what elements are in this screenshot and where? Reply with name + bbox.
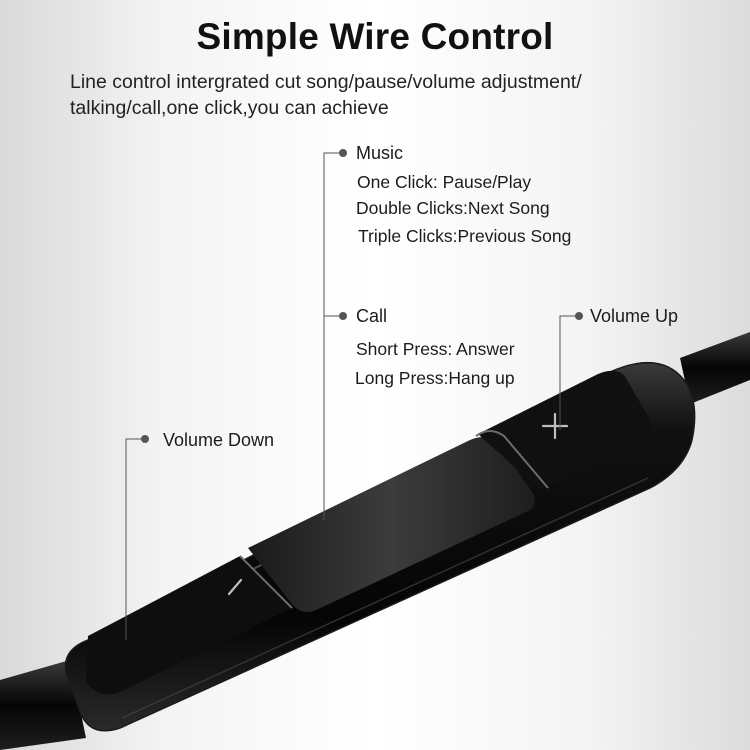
call-item-short-press: Short Press: Answer <box>356 339 515 359</box>
music-heading: Music <box>356 143 404 163</box>
callout-dot-music <box>339 149 347 157</box>
volume-up-segment <box>475 370 652 490</box>
volume-down-segment <box>86 555 293 695</box>
plus-icon <box>541 412 569 440</box>
callout-line-music <box>323 152 342 520</box>
minus-icon <box>227 578 243 596</box>
callout-dot-volume-up <box>575 312 583 320</box>
callout-dot-volume-down <box>141 435 149 443</box>
page-title: Simple Wire Control <box>196 16 554 57</box>
subtitle: Line control intergrated cut song/pause/… <box>70 69 690 121</box>
music-item-triple-click: Triple Clicks:Previous Song <box>358 226 572 246</box>
call-heading: Call <box>356 306 388 326</box>
music-item-one-click: One Click: Pause/Play <box>357 172 532 192</box>
call-button-panel <box>248 437 535 612</box>
call-item-long-press: Long Press:Hang up <box>355 368 515 388</box>
volume-up-label: Volume Up <box>590 306 679 326</box>
callout-line-volume-up <box>559 315 578 430</box>
volume-down-label: Volume Down <box>163 430 275 450</box>
subtitle-line-1: Line control intergrated cut song/pause/… <box>70 71 582 93</box>
music-item-double-click: Double Clicks:Next Song <box>356 198 550 218</box>
callout-line-volume-down <box>125 438 144 640</box>
callout-dot-call <box>339 312 347 320</box>
cable-right <box>680 332 750 404</box>
cable-left <box>0 660 86 750</box>
subtitle-line-2: talking/call,one click,you can achieve <box>70 97 389 119</box>
